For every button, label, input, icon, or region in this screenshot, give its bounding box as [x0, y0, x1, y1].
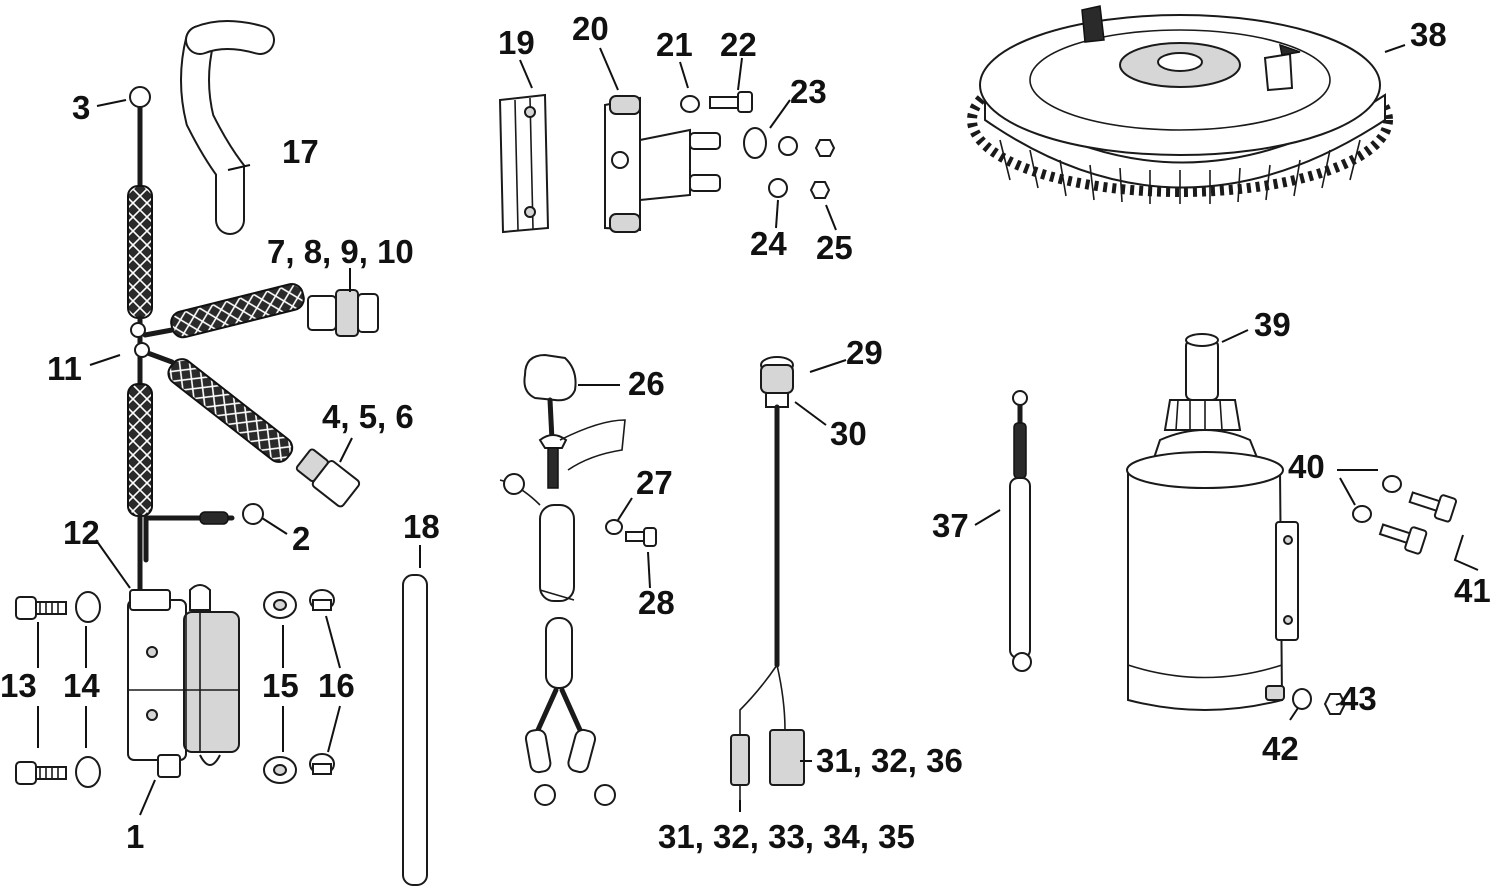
ring-terminal-3 [129, 86, 151, 108]
washer-40-top [1382, 475, 1402, 493]
label-14: 14 [63, 667, 100, 704]
label-12: 12 [63, 514, 100, 551]
sleeve-branch-lower [167, 358, 294, 463]
connector-4-5-6 [295, 448, 361, 508]
washer-24-bottom [768, 178, 788, 198]
sleeve-lower [127, 383, 153, 517]
screw-22 [709, 91, 753, 113]
nut-25-top [814, 139, 836, 157]
washer-21 [680, 95, 700, 113]
connector-7-10 [307, 289, 379, 337]
starter-motor-39 [1126, 333, 1299, 711]
wiring-harness [127, 86, 379, 603]
bolt-41-bottom [1378, 523, 1428, 555]
label-31-32-36: 31, 32, 36 [816, 742, 963, 779]
label-43: 43 [1340, 680, 1377, 717]
nut-25-bottom [809, 181, 831, 199]
leader-lines [37, 44, 1479, 816]
label-13: 13 [0, 667, 37, 704]
sleeve-16-bottom [309, 753, 335, 775]
harness-clip [134, 342, 150, 358]
bolt-41-top [1408, 491, 1457, 523]
sleeve-branch-upper [170, 283, 305, 339]
label-26: 26 [628, 365, 665, 402]
nut-43 [1323, 693, 1347, 715]
label-37: 37 [932, 507, 969, 544]
label-15: 15 [262, 667, 299, 704]
harness-clip [130, 322, 146, 338]
label-3: 3 [72, 89, 90, 126]
label-23: 23 [790, 73, 827, 110]
grommet-15-bottom [263, 756, 297, 784]
label-21: 21 [656, 26, 693, 63]
label-17: 17 [282, 133, 319, 170]
washer-24-top [778, 136, 798, 156]
bolt-13-top [15, 596, 67, 620]
battery-cable-37 [1009, 390, 1032, 672]
label-2: 2 [292, 520, 310, 557]
label-30: 30 [830, 415, 867, 452]
label-11: 11 [47, 350, 82, 387]
spark-plug-cap-26 [499, 353, 626, 806]
washer-42 [1292, 688, 1312, 710]
ring-terminal-2 [242, 503, 264, 525]
label-20: 20 [572, 10, 609, 47]
sleeve-upper [127, 185, 153, 319]
label-42: 42 [1262, 730, 1299, 767]
label-18: 18 [403, 508, 440, 545]
label-16: 16 [318, 667, 355, 704]
label-39: 39 [1254, 306, 1291, 343]
washer-14-bottom [75, 756, 101, 788]
ignition-coil [127, 584, 240, 778]
label-41: 41 [1454, 572, 1491, 609]
label-31-35: 31, 32, 33, 34, 35 [658, 818, 915, 855]
washer-40-bottom [1352, 505, 1372, 523]
screw-28 [625, 527, 657, 547]
callout-labels: 3 17 7, 8, 9, 10 11 4, 5, 6 2 12 13 14 1… [0, 10, 1491, 855]
washer-23 [743, 127, 767, 159]
sleeve-16-top [309, 589, 335, 611]
washer-14-top [75, 591, 101, 623]
label-28: 28 [638, 584, 675, 621]
label-27: 27 [636, 464, 673, 501]
bolt-13-bottom [15, 761, 67, 785]
label-25: 25 [816, 229, 853, 266]
label-29: 29 [846, 334, 883, 371]
label-38: 38 [1410, 16, 1447, 53]
label-22: 22 [720, 26, 757, 63]
stator-block-20 [604, 95, 721, 233]
sensor-harness-29-36 [730, 356, 805, 800]
label-4-5-6: 4, 5, 6 [322, 398, 414, 435]
label-40: 40 [1288, 448, 1325, 485]
grommet-15-top [263, 591, 297, 619]
label-24: 24 [750, 225, 787, 262]
label-19: 19 [498, 24, 535, 61]
label-1: 1 [126, 818, 144, 855]
bracket-19 [498, 93, 550, 234]
washer-27 [605, 519, 623, 535]
tube-18 [402, 574, 428, 886]
label-7-10: 7, 8, 9, 10 [267, 233, 414, 270]
flywheel-38 [967, 5, 1393, 204]
